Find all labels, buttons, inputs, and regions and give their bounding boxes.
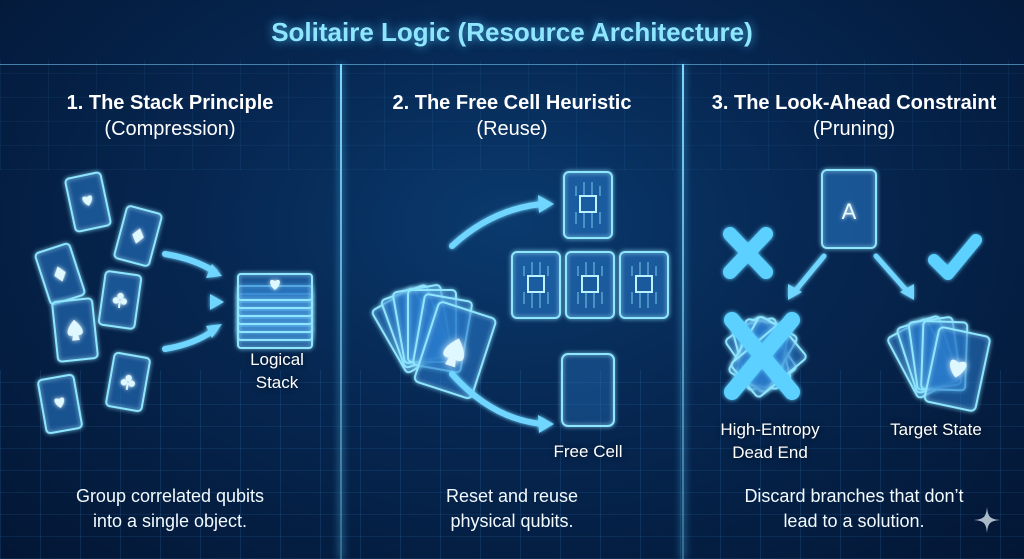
logical-stack-label: Logical Stack [232, 348, 322, 394]
panel-stack-principle: 1. The Stack Principle (Compression) [0, 64, 340, 559]
panel-divider-1 [340, 64, 342, 559]
chip-icon [579, 195, 597, 213]
background-grid-ceiling [0, 60, 1024, 170]
panel-title: 2. The Free Cell Heuristic [392, 92, 632, 114]
logical-stack [237, 273, 313, 349]
panel-subtitle: (Reuse) [476, 118, 548, 140]
caption-line1: Group correlated qubits [75, 486, 265, 506]
stack-illustration [34, 171, 313, 435]
chip-card-3 [619, 251, 669, 319]
scattered-card-heart [64, 171, 112, 233]
panel-caption: Group correlated qubits into a single ob… [0, 484, 340, 534]
arrow-icon [449, 195, 554, 249]
caption-line2: into a single object. [92, 511, 248, 531]
scattered-card-diamond [113, 205, 163, 267]
stack-label-line2: Stack [255, 373, 299, 392]
stack-label-line1: Logical [250, 350, 304, 369]
ace-letter: A [842, 199, 857, 224]
panel-heading: 1. The Stack Principle (Compression) [0, 90, 340, 142]
chip-card-2 [565, 251, 615, 319]
panel-free-cell-heuristic: 2. The Free Cell Heuristic (Reuse) [342, 64, 682, 559]
chip-icon [581, 275, 599, 293]
dead-end-label: High-Entropy Dead End [700, 418, 840, 464]
panel-title: 3. The Look-Ahead Constraint [711, 92, 997, 114]
panel-look-ahead-constraint: 3. The Look-Ahead Constraint (Pruning) A [684, 64, 1024, 559]
scattered-card-club-2 [105, 351, 151, 413]
scattered-card-diamond-2 [34, 242, 86, 306]
dead-end-line1: High-Entropy [720, 420, 820, 439]
panel-caption: Reset and reuse physical qubits. [342, 484, 682, 534]
target-state-label: Target State [890, 420, 982, 439]
panel-heading: 3. The Look-Ahead Constraint (Pruning) [684, 90, 1024, 142]
arrow-icon [873, 253, 914, 300]
chip-icon [527, 275, 545, 293]
arrow-icon [162, 294, 224, 310]
dead-end-line2: Dead End [732, 443, 808, 462]
arrow-icon [162, 324, 222, 352]
arrow-icon [788, 253, 827, 300]
scattered-card-heart-2 [37, 373, 83, 435]
cross-icon [723, 227, 773, 279]
panel-caption: Discard branches that don’t lead to a so… [684, 484, 1024, 534]
page-title: Solitaire Logic (Resource Architecture) [271, 16, 753, 47]
caption-line2: lead to a solution. [783, 511, 925, 531]
panel-subtitle: (Compression) [104, 118, 236, 140]
ace-card: A [821, 169, 877, 249]
look-ahead-illustration: A [723, 169, 991, 412]
free-cell-slot [561, 353, 615, 427]
free-cell-label: Free Cell [553, 442, 623, 461]
chip-icon [635, 275, 653, 293]
scattered-card-spade [51, 297, 99, 363]
panel-heading: 2. The Free Cell Heuristic (Reuse) [342, 90, 682, 142]
panel-subtitle: (Pruning) [812, 118, 896, 140]
cross-icon [724, 312, 800, 400]
chip-card-1 [511, 251, 561, 319]
panel-divider-2 [682, 64, 684, 559]
caption-line1: Reset and reuse [445, 486, 579, 506]
caption-line1: Discard branches that don’t [744, 486, 964, 506]
arrow-icon [449, 371, 554, 433]
caption-line2: physical qubits. [450, 511, 574, 531]
dead-end-pile [724, 312, 807, 400]
panel-title: 1. The Stack Principle [66, 92, 274, 114]
arrow-icon [162, 251, 222, 278]
header: Solitaire Logic (Resource Architecture) [0, 0, 1024, 65]
chip-card-top [563, 171, 613, 239]
target-hand [887, 315, 991, 412]
sparkle-icon [974, 507, 1000, 533]
fanned-hand [371, 284, 497, 400]
scattered-card-club [97, 270, 143, 330]
free-cell-illustration [371, 171, 669, 433]
check-icon [928, 234, 982, 280]
background-grid-floor [0, 370, 1024, 559]
